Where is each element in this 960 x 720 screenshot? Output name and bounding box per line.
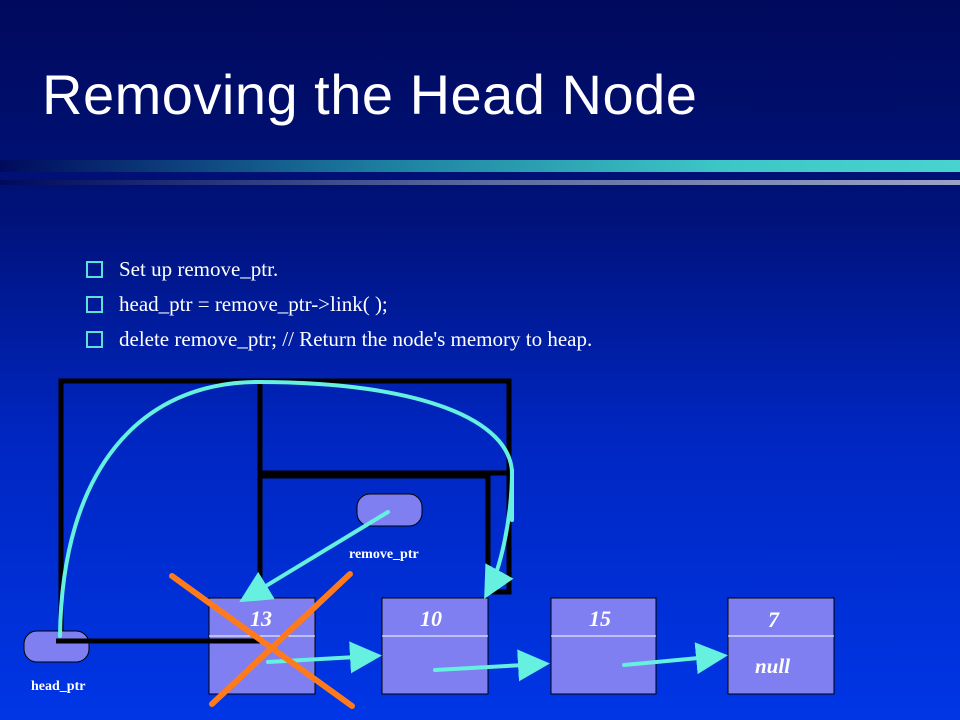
checkbox-bullet-icon	[86, 296, 103, 313]
bullet-item: head_ptr = remove_ptr->link( );	[86, 287, 592, 322]
remove-ptr-box	[356, 493, 423, 527]
node-box	[550, 597, 657, 695]
frame-upper-right	[257, 378, 512, 476]
delete-cross-icon	[169, 571, 355, 709]
checkbox-bullet-icon	[86, 331, 103, 348]
bullet-item: Set up remove_ptr.	[86, 252, 592, 287]
node: 15	[550, 597, 657, 695]
node: 10	[381, 597, 489, 695]
remove-ptr-arrow	[239, 510, 390, 603]
head-link-arc	[256, 380, 514, 522]
node-link-null: null	[755, 654, 790, 678]
node-box	[381, 597, 489, 695]
node-box	[727, 597, 835, 695]
head-ptr-box	[23, 630, 90, 663]
node: 7 null	[727, 597, 835, 695]
node-value: 7	[768, 607, 780, 632]
title-rule-bar	[0, 160, 960, 172]
checkbox-bullet-icon	[86, 261, 103, 278]
head-to-node10-arrow	[484, 468, 514, 600]
slide-title: Removing the Head Node	[42, 63, 698, 126]
bullet-item: delete remove_ptr; // Return the node's …	[86, 322, 592, 357]
frame-inner-right	[260, 473, 512, 595]
node-value: 15	[589, 606, 611, 631]
node10-link-arrow	[433, 649, 550, 682]
title-rule-thin	[0, 180, 960, 185]
head-link-curve	[58, 380, 260, 638]
remove-ptr-label: remove_ptr	[349, 547, 419, 562]
bullet-list: Set up remove_ptr. head_ptr = remove_ptr…	[86, 252, 592, 357]
bullet-text: delete remove_ptr; // Return the node's …	[119, 327, 593, 351]
head-ptr-label: head_ptr	[31, 679, 85, 694]
bullet-text: head_ptr = remove_ptr->link( );	[119, 292, 388, 316]
node-value: 10	[420, 606, 442, 631]
node15-link-arrow	[622, 642, 728, 675]
node-value: 13	[250, 606, 272, 631]
bullet-text: Set up remove_ptr.	[119, 257, 279, 281]
